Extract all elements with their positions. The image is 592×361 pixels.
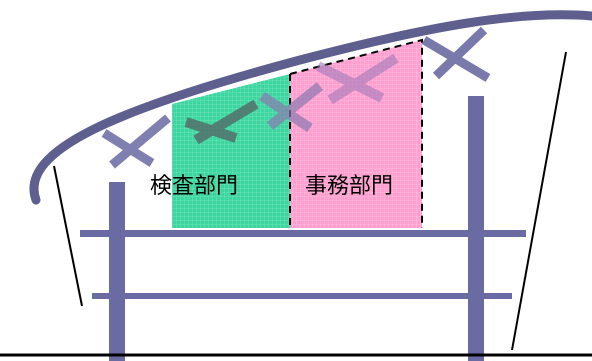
floor-beam-lower: [92, 293, 512, 299]
cross-mark-icon: [315, 53, 399, 105]
office-dept-label: 事務部門: [305, 174, 393, 199]
right-column: [468, 96, 484, 361]
left-column: [109, 182, 125, 361]
right-support-line: [511, 51, 567, 351]
office-dept-border: [289, 38, 423, 228]
cross-mark-icon: [101, 114, 171, 169]
cross-mark-icon: [421, 26, 491, 82]
floor-beam-upper: [80, 230, 526, 237]
inspection-dept-zone: [172, 74, 290, 228]
inspection-dept-label: 検査部門: [150, 174, 238, 199]
office-dept-zone: [290, 40, 422, 228]
left-support-line: [53, 165, 83, 307]
roof-arc: [29, 10, 592, 205]
cross-mark-icon: [259, 82, 324, 133]
cross-mark-icon: [184, 99, 259, 145]
